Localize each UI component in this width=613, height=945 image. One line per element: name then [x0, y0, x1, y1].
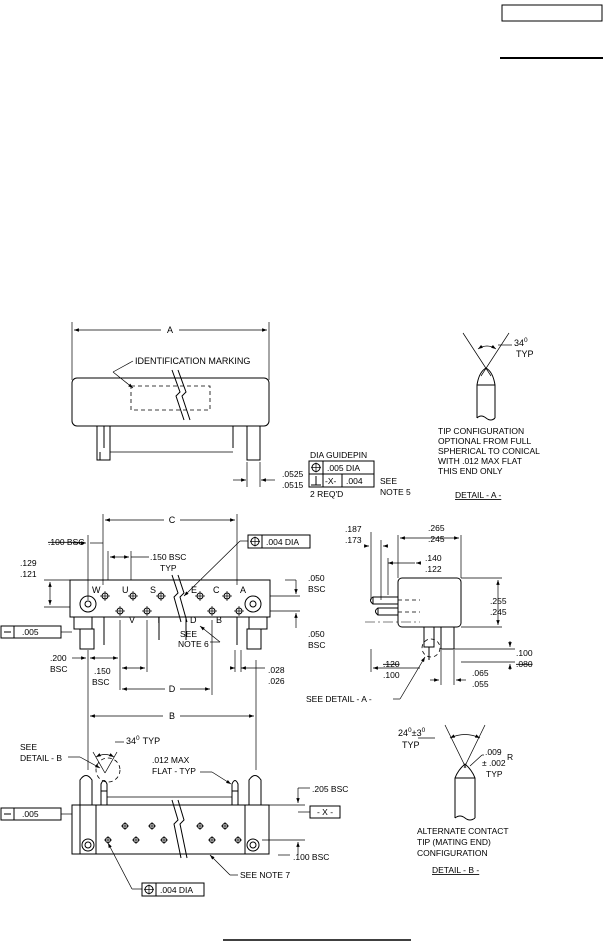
pin-letter-v: V	[129, 615, 135, 625]
dim-050-top-2: BSC	[308, 584, 325, 594]
svg-text:SPHERICAL TO CONICAL: SPHERICAL TO CONICAL	[438, 446, 540, 456]
flat-1: .012 MAX	[152, 755, 190, 765]
dim-245-top: .245	[428, 534, 445, 544]
dim-050-bot-2: BSC	[308, 640, 325, 650]
dim-150bsc: .150 BSC	[150, 552, 186, 562]
see-detail-b-1: SEE	[20, 742, 37, 752]
title-box	[501, 4, 603, 22]
dim-c-label: C	[169, 515, 176, 525]
see-detail-a: SEE DETAIL - A -	[306, 694, 372, 704]
detail-a-note: TIP CONFIGURATION OPTIONAL FROM FULL SPH…	[438, 426, 540, 476]
dim-173: .173	[345, 535, 362, 545]
detail-b-title: DETAIL - B -	[432, 865, 479, 875]
detail-a-typ: TYP	[516, 349, 534, 359]
detail-b-note: ALTERNATE CONTACT TIP (MATING END) CONFI…	[417, 826, 509, 858]
bottom-fcf-value: .004 DIA	[160, 885, 193, 895]
fcf1-value: .005 DIA	[327, 463, 360, 473]
dim-140: .140	[425, 553, 442, 563]
identification-marking-label: IDENTIFICATION MARKING	[135, 356, 250, 366]
detail-b-angle: 240±30	[398, 727, 426, 738]
fcf2-datum: -X-	[325, 476, 337, 486]
svg-text:WITH .012 MAX FLAT: WITH .012 MAX FLAT	[438, 456, 522, 466]
dim-080-side: .080	[516, 659, 533, 669]
see-note5-line1: SEE	[380, 476, 397, 486]
dim-200-1: .200	[50, 653, 67, 663]
dim-122: .122	[425, 564, 442, 574]
dim-205bsc: .205 BSC	[312, 784, 348, 794]
dim-255: .255	[490, 596, 507, 606]
pin-letter-s: S	[150, 585, 156, 595]
side-view: .187 .173 .265 .245 .140 .122 .255 .245	[306, 523, 533, 704]
dim-265: .265	[428, 523, 445, 533]
bottom-flatness-value: .005	[22, 809, 39, 819]
fcf2-value: .004	[346, 476, 363, 486]
pin-letter-w: W	[92, 585, 101, 595]
bottom-contacts	[104, 822, 242, 844]
detail-b-typ: TYP	[402, 740, 420, 750]
see-note6-1: SEE	[180, 629, 197, 639]
dim-100bsc: .100 BSC	[48, 537, 84, 547]
detail-a: 340 TYP TIP CONFIGURATION OPTIONAL FROM …	[438, 332, 540, 500]
dim-065: .065	[472, 668, 489, 678]
dim-050-bot-1: .050	[308, 629, 325, 639]
dim-050-top-1: .050	[308, 573, 325, 583]
dim-d-label: D	[169, 684, 176, 694]
svg-text:ALTERNATE CONTACT: ALTERNATE CONTACT	[417, 826, 509, 836]
dim-a-label: A	[167, 325, 173, 335]
svg-text:TIP CONFIGURATION: TIP CONFIGURATION	[438, 426, 524, 436]
pin-letter-u: U	[122, 585, 129, 595]
dim-028: .028	[268, 665, 285, 675]
svg-text:OPTIONAL FROM FULL: OPTIONAL FROM FULL	[438, 436, 531, 446]
dim-0515: .0515	[282, 480, 304, 490]
dim-b-label: B	[169, 711, 175, 721]
see-note7: SEE NOTE 7	[240, 870, 290, 880]
dim-129: .129	[20, 558, 37, 568]
contact-row-top	[100, 591, 232, 601]
dim-0525: .0525	[282, 469, 304, 479]
see-detail-b-2: DETAIL - B	[20, 753, 62, 763]
dim-100b-side: .100	[383, 670, 400, 680]
dim-009: .009	[485, 747, 502, 757]
pin-letter-d: D	[190, 615, 197, 625]
see-note5-line2: NOTE 5	[380, 487, 411, 497]
req-label: 2 REQ'D	[310, 489, 343, 499]
dim-120-side: .120	[383, 659, 400, 669]
front-view: C .004 DIA .100 BSC .129 .121 .150 BSC T…	[0, 514, 325, 770]
dim-026: .026	[268, 676, 285, 686]
front-flatness-value: .005	[22, 627, 39, 637]
contact-row-bottom	[115, 606, 244, 616]
dim-200-2: BSC	[50, 664, 67, 674]
pin-letter-a: A	[240, 585, 246, 595]
datum-x: - X -	[317, 807, 333, 817]
pin-letter-b: B	[216, 615, 222, 625]
front-fcf-value: .004 DIA	[266, 537, 299, 547]
dim-055: .055	[472, 679, 489, 689]
svg-text:THIS END ONLY: THIS END ONLY	[438, 466, 503, 476]
dim-150-2: BSC	[92, 677, 109, 687]
top-view: A IDENTIFICATION MARKING .0525 .0515 DIA…	[71, 322, 411, 499]
dim-r: R	[507, 752, 513, 762]
svg-text:CONFIGURATION: CONFIGURATION	[417, 848, 488, 858]
see-note6-2: NOTE 6	[178, 639, 209, 649]
pin-letter-c: C	[213, 585, 220, 595]
dim-121: .121	[20, 569, 37, 579]
flat-2: FLAT - TYP	[152, 766, 196, 776]
dim-150-1: .150	[94, 666, 111, 676]
dim-100-side: .100	[516, 648, 533, 658]
detail-b: 240±30 TYP .009 R ± .002 TYP ALTERNATE C…	[398, 724, 513, 875]
dim-150bsc-typ: TYP	[160, 563, 177, 573]
svg-text:TIP (MATING END): TIP (MATING END)	[417, 837, 491, 847]
detail-a-title: DETAIL - A -	[455, 490, 501, 500]
detail-a-angle: 340	[514, 337, 528, 348]
dim-002: ± .002	[482, 758, 506, 768]
dim-187: .187	[345, 524, 362, 534]
detail-b-typ2: TYP	[486, 769, 503, 779]
dia-guidepin-label: DIA GUIDEPIN	[310, 450, 367, 460]
dim-100bsc-bottom: .100 BSC	[293, 852, 329, 862]
pin-letter-e: E	[191, 585, 197, 595]
dim-245-right: .245	[490, 607, 507, 617]
